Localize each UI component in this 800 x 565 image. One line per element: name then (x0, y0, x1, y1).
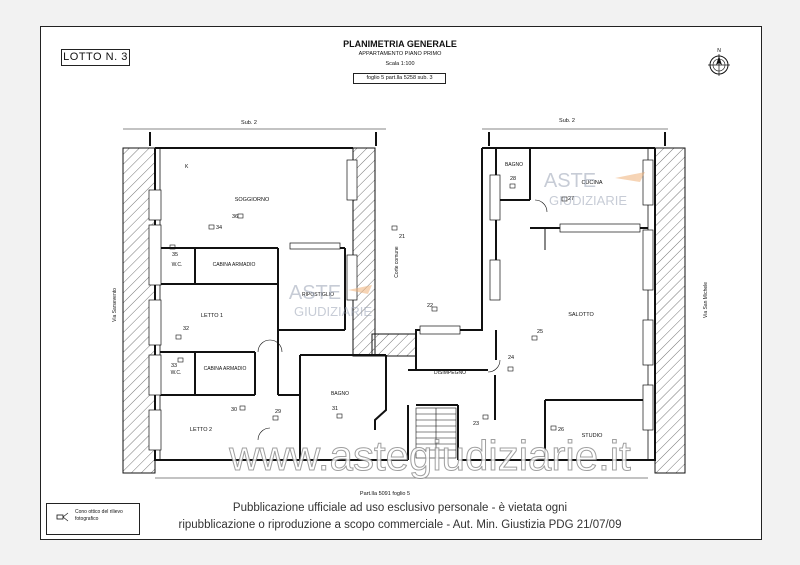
room-cabina1: CABINA ARMADIO (213, 262, 256, 268)
notice-line-1: Pubblicazione ufficiale ad uso esclusivo… (232, 502, 568, 514)
k-mark: K (185, 164, 189, 170)
photo-point: 32 (175, 326, 189, 340)
photo-point: 23 (473, 414, 489, 427)
photo-point: 28 (509, 176, 516, 189)
svg-text:27: 27 (568, 196, 574, 202)
photo-point: 29 (272, 409, 281, 421)
svg-text:26: 26 (558, 427, 564, 433)
photo-point: 24 (507, 355, 514, 372)
svg-text:24: 24 (508, 355, 514, 361)
room-disimpegno: DISIMPEGNO (434, 370, 466, 376)
north-arrow-icon: N (708, 48, 730, 76)
street-right-label: Via San Michele (703, 282, 709, 318)
svg-text:29: 29 (275, 409, 281, 415)
photo-point: 25 (531, 329, 543, 341)
room-cabina2: CABINA ARMADIO (204, 366, 247, 372)
room-ripostiglio: RIPOSTIGLIO (302, 292, 334, 298)
svg-text:ASTE: ASTE (544, 170, 596, 192)
room-wc1: W.C. (172, 262, 183, 268)
corte-comune-label: Corte comune (394, 246, 400, 278)
sub-left-label: Sub. 2 (241, 120, 257, 126)
sub-right-label: Sub. 2 (559, 118, 575, 124)
photo-point: 34 (208, 224, 222, 231)
svg-text:25: 25 (537, 329, 543, 335)
room-wc2: W.C. (171, 370, 182, 376)
photo-point: 35 (169, 244, 178, 258)
room-letto1: LETTO 1 (201, 313, 223, 319)
photo-point: 21 (391, 225, 405, 240)
photo-viewpoints: 21 22 23 24 25 26 27 28 29 30 31 32 33 3… (169, 176, 574, 433)
room-salotto: SALOTTO (568, 312, 594, 318)
plan-subtitle: APPARTAMENTO PIANO PRIMO (358, 51, 442, 57)
legend-label: Cono ottico del rilievo fotografico (75, 509, 123, 522)
svg-text:36: 36 (232, 214, 238, 220)
svg-text:28: 28 (510, 176, 516, 182)
room-bagno-right: BAGNO (505, 162, 523, 168)
room-soggiorno: SOGGIORNO (235, 197, 270, 203)
svg-text:31: 31 (332, 406, 338, 412)
svg-text:21: 21 (399, 234, 405, 240)
photo-point: 27 (561, 196, 574, 202)
svg-text:GIUDIZIARIE: GIUDIZIARIE (549, 193, 627, 208)
watermark-logo-right: ASTE GIUDIZIARIE (544, 170, 645, 208)
room-studio: STUDIO (582, 433, 604, 439)
svg-text:22: 22 (427, 303, 433, 309)
plan-labels: Sub. 2 Sub. 2 Via Sarsevento Via San Mic… (112, 118, 709, 497)
legend-box: Cono ottico del rilievo fotografico (46, 503, 140, 535)
room-letto2: LETTO 2 (190, 427, 212, 433)
door-swings (257, 199, 548, 441)
svg-text:32: 32 (183, 326, 189, 332)
photo-point: 26 (550, 425, 564, 433)
camera-cone-icon (56, 512, 69, 522)
svg-text:GIUDIZIARIE: GIUDIZIARIE (294, 304, 372, 319)
room-bagno-center: BAGNO (331, 391, 349, 397)
watermark-logo-center: ASTE GIUDIZIARIE (289, 282, 372, 319)
svg-text:35: 35 (172, 252, 178, 258)
street-left-label: Via Sarsevento (112, 288, 118, 322)
photo-point: 30 (231, 405, 246, 413)
svg-text:ASTE: ASTE (289, 282, 341, 304)
svg-text:23: 23 (473, 421, 479, 427)
lot-label: LOTTO N. 3 (61, 49, 130, 66)
svg-text:30: 30 (231, 407, 237, 413)
svg-text:33: 33 (171, 363, 177, 369)
photo-point: 33 (171, 357, 184, 369)
svg-text:34: 34 (216, 225, 222, 231)
plan-scale: Scala 1:100 (385, 61, 415, 67)
staircase (415, 407, 457, 459)
photo-point: 36 (232, 213, 244, 220)
photo-point: 22 (427, 303, 438, 312)
window-openings (148, 159, 654, 451)
notice-line-2: ripubblicazione o riproduzione a scopo c… (178, 519, 622, 531)
photo-point: 31 (332, 406, 343, 419)
compass-north-label: N (717, 48, 721, 54)
plan-title: PLANIMETRIA GENERALE (343, 39, 457, 49)
publication-notice: Pubblicazione ufficiale ad uso esclusivo… (150, 500, 650, 534)
bottom-ref-label: Part.lla 5091 foglio 5 (360, 491, 410, 497)
outer-dimension-lines (123, 128, 668, 479)
watermark-url: www.astegiudiziarie.it (228, 432, 631, 479)
room-cucina: CUCINA (581, 180, 602, 186)
cadastral-reference: foglio 5 part.lla 5258 sub. 3 (353, 73, 446, 84)
